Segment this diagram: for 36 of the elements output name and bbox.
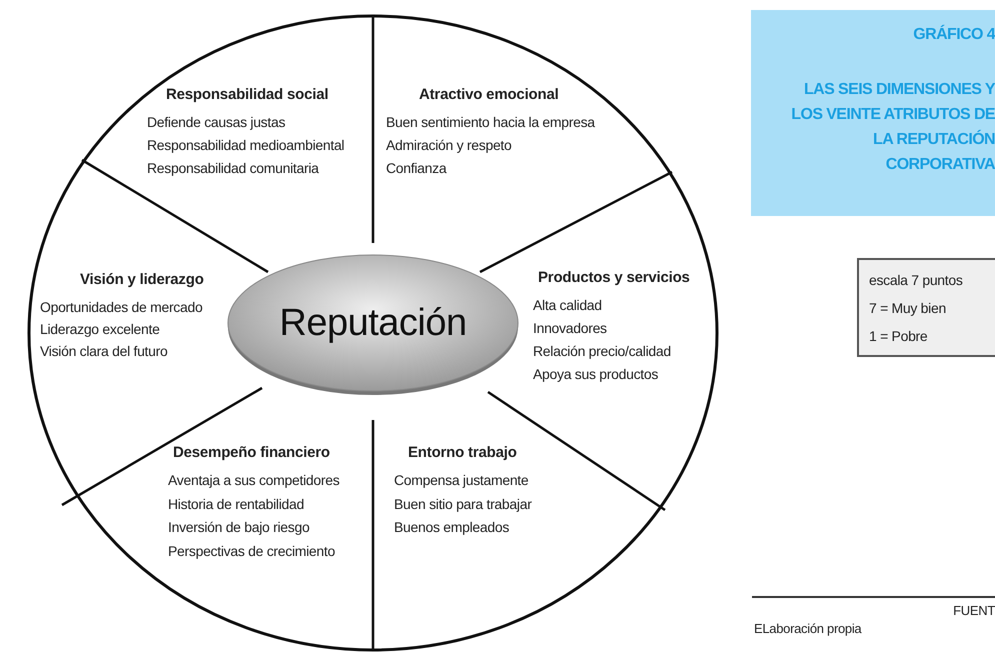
attribute-item: Buenos empleados <box>394 519 510 535</box>
attribute-item: Compensa justamente <box>394 472 528 488</box>
center-label: Reputación <box>279 302 467 344</box>
attribute-item: Liderazgo excelente <box>40 321 160 337</box>
attribute-item: Alta calidad <box>533 297 602 313</box>
attribute-item: Aventaja a sus competidores <box>168 472 340 488</box>
figure-number: GRÁFICO 4 <box>912 24 995 45</box>
attribute-item: Historia de rentabilidad <box>168 496 304 512</box>
scale-text: 7 = Muy bien <box>869 299 947 318</box>
attribute-item: Admiración y respeto <box>386 137 512 153</box>
dimension-heading: Desempeño financiero <box>173 444 330 461</box>
attribute-item: Relación precio/calidad <box>533 343 671 359</box>
dimension-heading: Productos y servicios <box>538 269 690 286</box>
attribute-item: Confianza <box>386 160 446 176</box>
attribute-item: Perspectivas de crecimiento <box>168 542 335 558</box>
figure-title: LAS SEIS DIMENSIONES Y LOS VEINTE ATRIBUTOS DE LA REPUTACIÓN CORPORATIVA <box>790 80 995 175</box>
attribute-item: Apoya sus productos <box>533 366 658 382</box>
dimension-heading: Visión y liderazgo <box>80 271 204 288</box>
attribute-item: Innovadores <box>533 320 607 336</box>
attribute-item: Buen sitio para trabajar <box>394 496 532 512</box>
dimension-heading: Entorno trabajo <box>408 444 517 461</box>
attribute-item: Responsabilidad comunitaria <box>147 160 319 176</box>
scale-box <box>857 258 995 357</box>
source-heading: FUENT <box>953 603 995 618</box>
attribute-item: Visión clara del futuro <box>40 343 168 359</box>
scale-text: escala 7 puntos <box>869 271 964 290</box>
attribute-item: Responsabilidad medioambiental <box>147 137 344 153</box>
attribute-item: Oportunidades de mercado <box>40 299 202 315</box>
attribute-item: Inversión de bajo riesgo <box>168 519 310 535</box>
attribute-item: Defiende causas justas <box>147 114 286 130</box>
attribute-item: Buen sentimiento hacia la empresa <box>386 114 595 130</box>
scale-text: 1 = Pobre <box>869 327 928 346</box>
source-note: ELaboración propia <box>754 621 862 636</box>
dimension-heading: Atractivo emocional <box>419 86 559 103</box>
dimension-heading: Responsabilidad social <box>166 86 328 103</box>
title-panel <box>751 10 995 216</box>
